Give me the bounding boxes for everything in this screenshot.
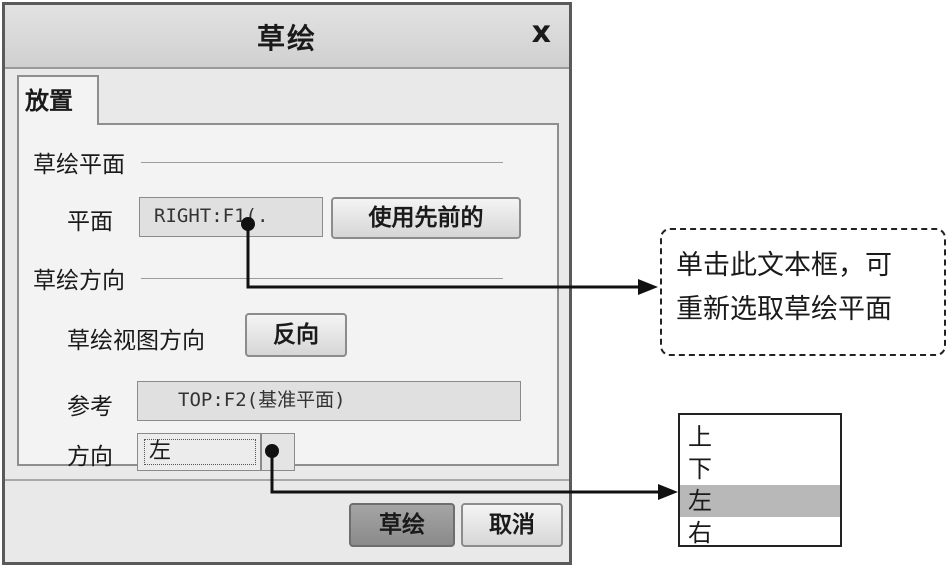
close-icon[interactable]: x [531,15,551,50]
plane-callout-box: 单击此文本框，可 重新选取草绘平面 [660,228,946,356]
view-direction-label: 草绘视图方向 [67,328,205,354]
orientation-label: 方向 [67,444,113,470]
reference-field[interactable]: TOP:F2(基准平面) [137,381,521,421]
tab-placement[interactable]: 放置 [17,75,99,125]
sketch-plane-section: 草绘平面 [33,145,503,179]
option-down[interactable]: 下 [688,455,712,483]
orientation-value: 左 [144,439,256,465]
sketch-dialog: 草绘 x 放置 草绘平面 平面 RIGHT:F1(. 使用先前的 草绘方向 草绘… [2,2,572,565]
orientation-callout-arrowhead [658,484,678,500]
reference-label: 参考 [67,394,113,420]
footer-divider [5,479,569,481]
option-up[interactable]: 上 [688,423,712,451]
orientation-callout-line [270,451,660,494]
orientation-options-list: 上 下 左 右 [678,413,842,547]
plane-callout-arrowhead [638,279,658,295]
use-previous-button[interactable]: 使用先前的 [331,197,521,239]
section-divider [141,161,503,163]
option-left[interactable]: 左 [680,485,840,517]
sketch-orientation-section: 草绘方向 [33,261,503,295]
callout-line-2: 重新选取草绘平面 [676,294,892,325]
cancel-button[interactable]: 取消 [461,503,563,547]
dialog-title: 草绘 [256,22,317,55]
plane-field[interactable]: RIGHT:F1(. [139,197,323,237]
plane-label: 平面 [67,209,113,235]
dialog-titlebar[interactable]: 草绘 x [5,5,569,69]
section-divider [141,277,503,279]
callout-line-1: 单击此文本框，可 [676,250,892,281]
sketch-orientation-heading: 草绘方向 [33,268,125,294]
sketch-plane-heading: 草绘平面 [33,152,125,178]
option-right[interactable]: 右 [688,519,712,547]
orientation-select[interactable]: 左 [137,433,261,471]
sketch-button[interactable]: 草绘 [349,503,455,547]
flip-button[interactable]: 反向 [245,313,347,357]
plane-callout-line [246,224,640,289]
